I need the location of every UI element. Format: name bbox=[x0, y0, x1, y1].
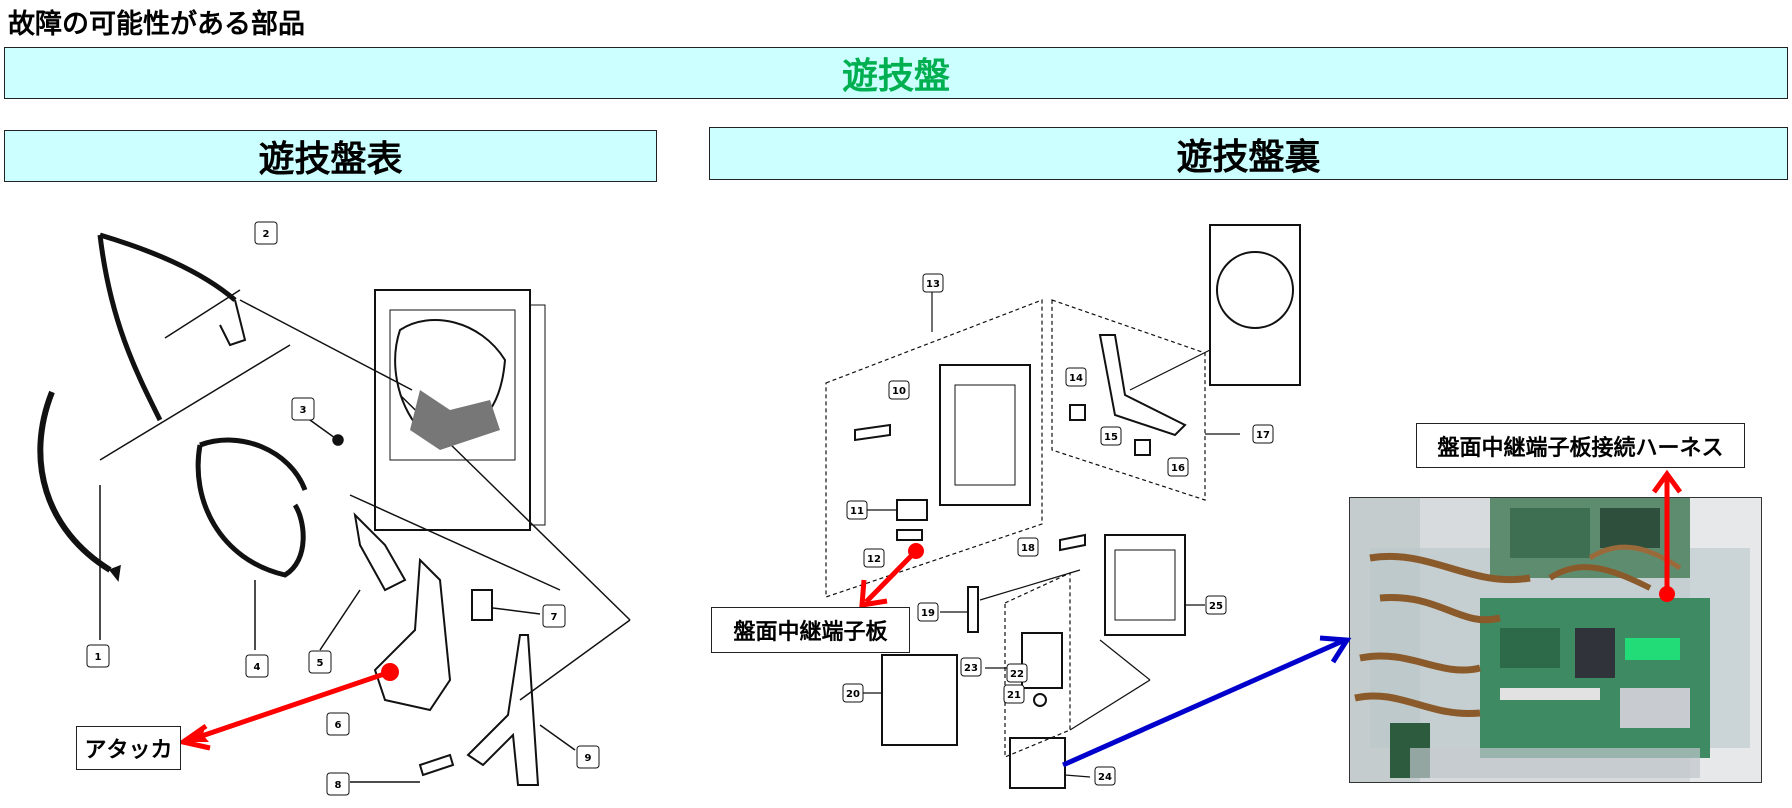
relay-board-photo bbox=[1349, 497, 1762, 783]
label-attacker-text: アタッカ bbox=[84, 738, 173, 763]
callout-17-label: 17 bbox=[1256, 430, 1270, 441]
label-relay-harness: 盤面中継端子板接続ハーネス bbox=[1416, 423, 1745, 468]
callout-13: 13 bbox=[922, 273, 944, 293]
callout-24-label: 24 bbox=[1098, 772, 1112, 783]
callout-7-label: 7 bbox=[551, 612, 558, 623]
callout-25-label: 25 bbox=[1209, 601, 1223, 612]
arrow-relay-board bbox=[859, 543, 924, 608]
callout-4: 4 bbox=[245, 654, 269, 678]
part-number-callouts: 1 2 3 4 5 6 7 8 9 10 11 12 13 14 15 16 1… bbox=[86, 221, 1274, 796]
callout-18-label: 18 bbox=[1021, 543, 1035, 554]
callout-8: 8 bbox=[326, 772, 350, 796]
label-relay-board: 盤面中継端子板 bbox=[711, 607, 910, 653]
callout-14-label: 14 bbox=[1069, 373, 1083, 384]
callout-5-label: 5 bbox=[317, 658, 324, 669]
section-banner-board-back: 遊技盤裏 bbox=[709, 127, 1788, 180]
callout-2: 2 bbox=[254, 221, 278, 245]
section-banner-game-board: 遊技盤 bbox=[4, 47, 1788, 99]
callout-6: 6 bbox=[326, 712, 350, 736]
callout-9: 9 bbox=[576, 745, 600, 769]
callout-19-label: 19 bbox=[921, 608, 935, 619]
callout-19: 19 bbox=[917, 602, 939, 622]
callout-12: 12 bbox=[863, 548, 885, 568]
callout-18: 18 bbox=[1017, 537, 1039, 557]
section-banner-board-back-label: 遊技盤裏 bbox=[1176, 136, 1321, 178]
label-relay-board-text: 盤面中継端子板 bbox=[733, 620, 888, 645]
callout-21-label: 21 bbox=[1007, 690, 1021, 701]
callout-2-label: 2 bbox=[263, 229, 270, 240]
callout-25: 25 bbox=[1205, 595, 1227, 615]
callout-6-label: 6 bbox=[335, 720, 342, 731]
callout-12-label: 12 bbox=[867, 554, 881, 565]
arrow-attacker bbox=[176, 663, 399, 751]
callout-13-label: 13 bbox=[926, 279, 940, 290]
callout-7: 7 bbox=[542, 604, 566, 628]
callout-17: 17 bbox=[1252, 424, 1274, 444]
callout-16-label: 16 bbox=[1171, 463, 1185, 474]
label-relay-harness-text: 盤面中継端子板接続ハーネス bbox=[1437, 435, 1724, 461]
section-banner-board-front: 遊技盤表 bbox=[4, 130, 657, 182]
callout-20-label: 20 bbox=[846, 689, 860, 700]
label-attacker: アタッカ bbox=[76, 726, 181, 770]
callout-24: 24 bbox=[1094, 766, 1116, 786]
callout-23-label: 23 bbox=[964, 663, 978, 674]
section-banner-board-front-label: 遊技盤表 bbox=[258, 139, 403, 180]
callout-3: 3 bbox=[291, 397, 315, 421]
section-banner-game-board-label: 遊技盤 bbox=[841, 56, 950, 97]
callout-5: 5 bbox=[308, 650, 332, 674]
callout-10: 10 bbox=[888, 380, 910, 400]
callout-15: 15 bbox=[1100, 426, 1122, 446]
callout-15-label: 15 bbox=[1104, 432, 1118, 443]
callout-4-label: 4 bbox=[254, 662, 261, 673]
callout-1: 1 bbox=[86, 644, 110, 668]
callout-9-label: 9 bbox=[585, 753, 592, 764]
relay-board-photo-image bbox=[1350, 498, 1761, 782]
callout-22-label: 22 bbox=[1010, 669, 1024, 680]
callout-3-label: 3 bbox=[300, 405, 307, 416]
callout-23: 23 bbox=[960, 657, 982, 677]
callout-11: 11 bbox=[846, 500, 868, 520]
arrow-photo-link bbox=[1061, 635, 1352, 768]
callout-8-label: 8 bbox=[335, 780, 342, 791]
callout-21: 21 bbox=[1003, 684, 1025, 704]
callout-1-label: 1 bbox=[95, 652, 102, 663]
callout-22: 22 bbox=[1006, 663, 1028, 683]
arrow-relay-harness bbox=[1651, 469, 1683, 602]
callout-10-label: 10 bbox=[892, 386, 906, 397]
callout-14: 14 bbox=[1065, 367, 1087, 387]
page-title: 故障の可能性がある部品 bbox=[8, 9, 305, 40]
callout-16: 16 bbox=[1167, 457, 1189, 477]
callout-20: 20 bbox=[842, 683, 864, 703]
callout-11-label: 11 bbox=[850, 506, 864, 517]
